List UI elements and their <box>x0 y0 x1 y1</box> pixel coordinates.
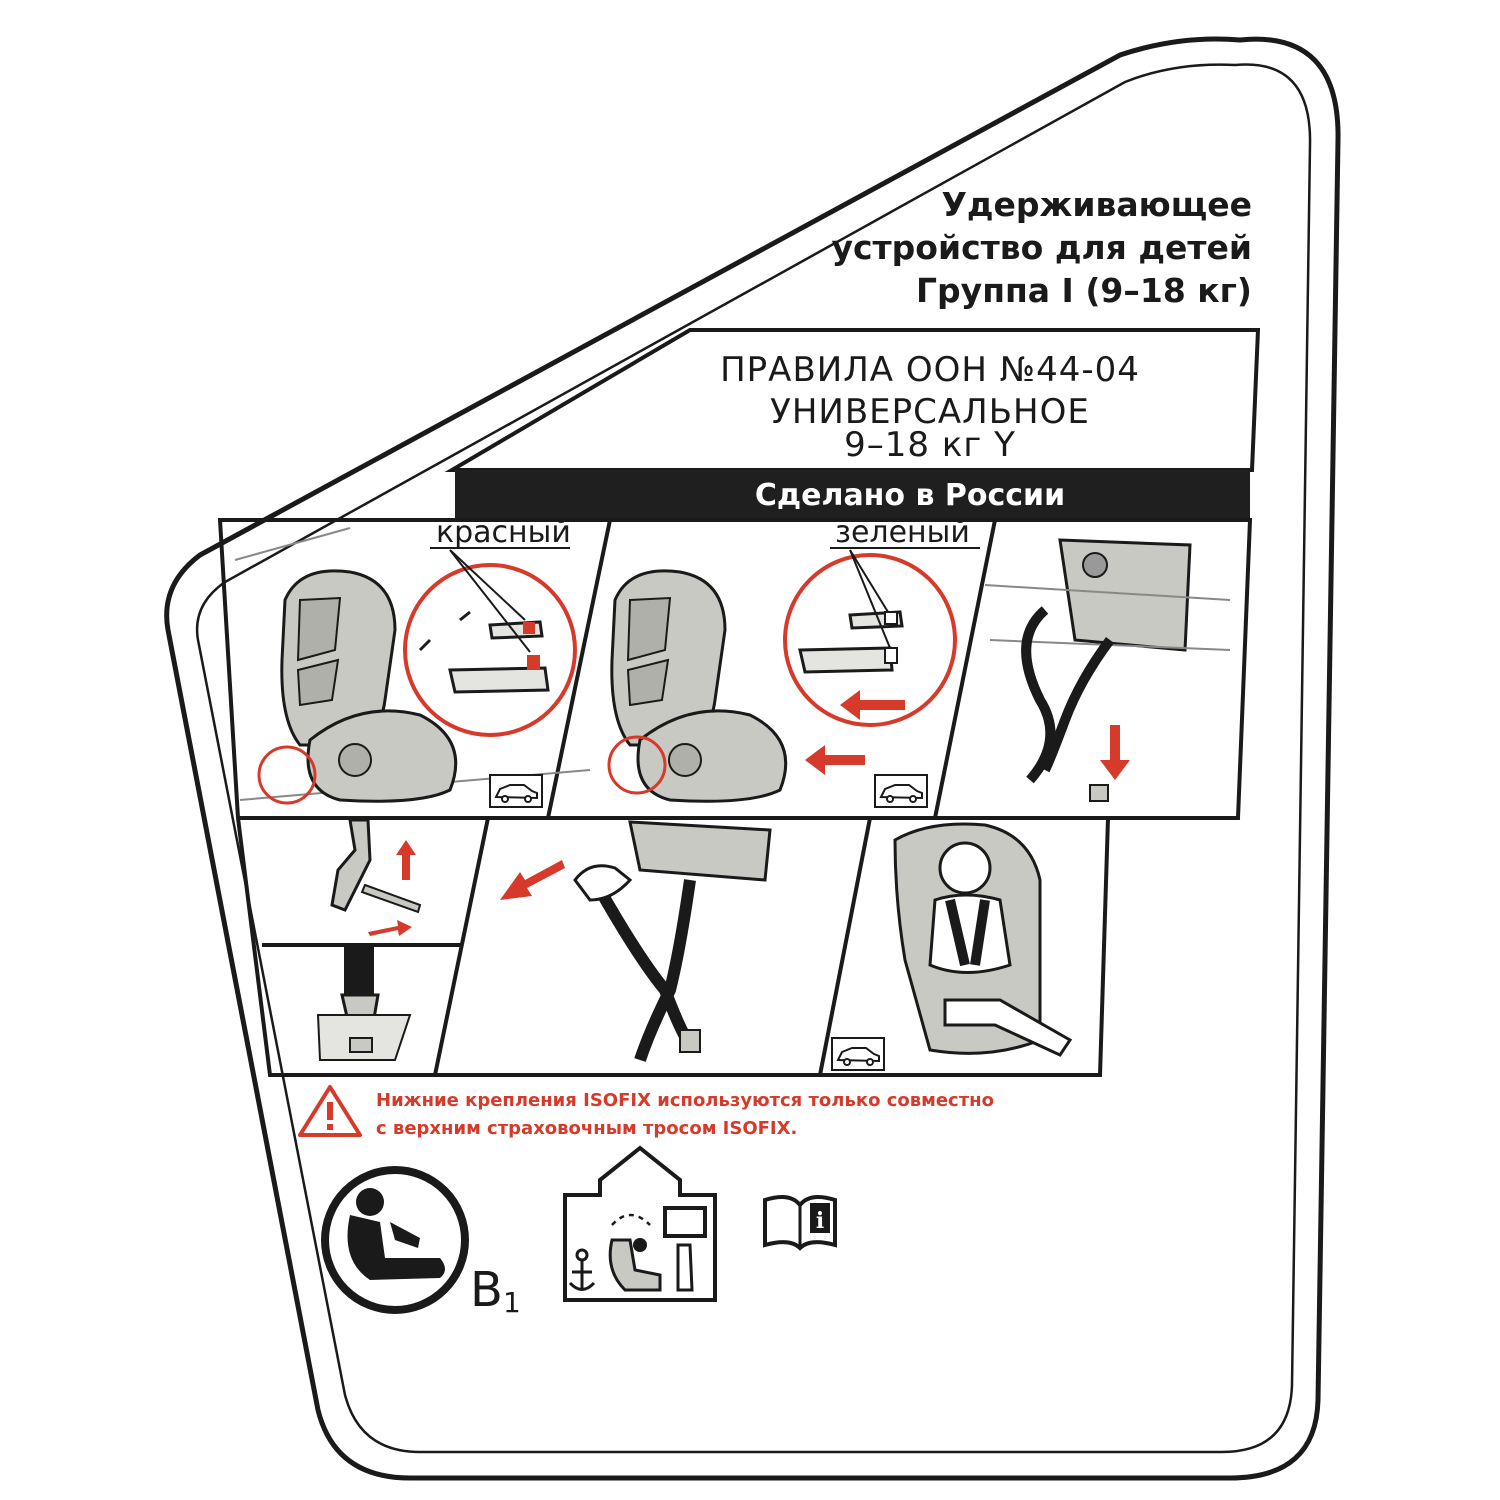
panel-5-tighten-strap <box>500 820 772 1062</box>
panel-2-seat-green-indicators <box>607 547 980 803</box>
svg-text:i: i <box>816 1208 824 1234</box>
manual-info-icon: i <box>763 1194 837 1251</box>
car-icon <box>489 774 543 808</box>
car-icon <box>831 1037 885 1071</box>
regulation-line-3: 9–18 кг Y <box>844 425 1016 465</box>
class-mark: B1 <box>470 1262 521 1319</box>
class-mark-letter: B <box>470 1262 503 1318</box>
down-arrow-red-icon <box>1100 725 1130 780</box>
panel-6-child-seated <box>893 822 1073 1057</box>
red-indicator-label: красный <box>436 515 571 550</box>
warning-text-line-1: Нижние крепления ISOFIX используются тол… <box>376 1090 994 1111</box>
push-arrow-red-icon <box>840 690 905 720</box>
warning-triangle-icon <box>298 1085 362 1137</box>
green-indicator-label: зеленый <box>835 515 970 550</box>
title-line-3: Группа I (9–18 кг) <box>916 271 1252 310</box>
pull-arrow-red-icon <box>500 860 565 900</box>
isofix-child-seat-icon <box>321 1166 469 1314</box>
regulation-line-2: УНИВЕРСАЛЬНОЕ <box>770 392 1090 432</box>
panel-1-seat-red-indicators <box>234 527 591 805</box>
class-mark-index: 1 <box>502 1286 521 1319</box>
title-line-2: устройство для детей <box>831 228 1252 267</box>
panel-4-anchor-connected <box>316 945 412 1061</box>
regulation-box <box>444 328 1261 472</box>
label-outline-inner <box>195 63 1312 1454</box>
made-in-russia: Сделано в России <box>754 478 1066 513</box>
origin-bar <box>455 470 1250 518</box>
up-arrow-red-icon <box>396 840 416 880</box>
warning-text-line-2: с верхним страховочным тросом ISOFIX. <box>376 1118 798 1139</box>
panel-4-connector-hook <box>330 818 422 936</box>
title-line-1: Удерживающее <box>941 185 1252 224</box>
top-tether-instruction-icon <box>563 1145 717 1302</box>
right-arrow-red-icon <box>368 920 412 936</box>
label-outline-outer <box>164 36 1341 1481</box>
push-arrow-red-icon <box>805 745 865 775</box>
panel-3-tether-routing <box>984 538 1231 802</box>
car-icon <box>874 774 928 808</box>
regulation-line-1: ПРАВИЛА ООН №44-04 <box>720 350 1140 390</box>
